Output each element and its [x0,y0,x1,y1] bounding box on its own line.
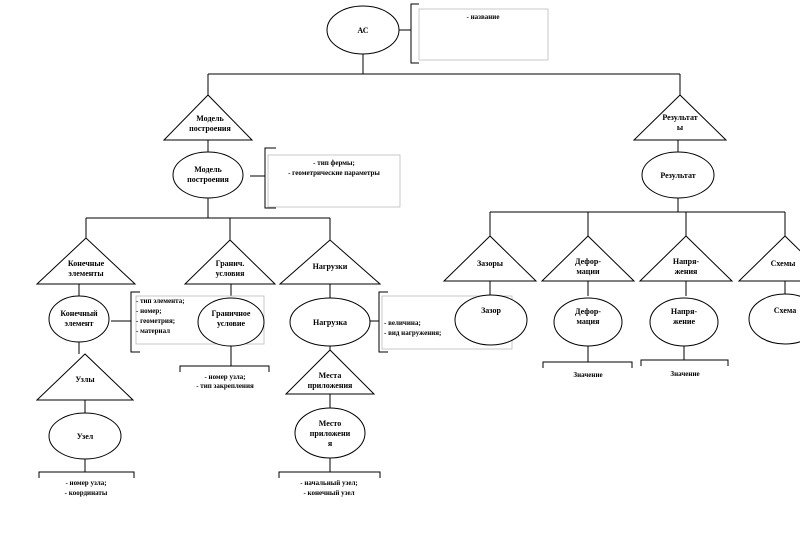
result-object-node[interactable]: Результат [641,151,715,199]
def-object-node[interactable]: Дефор-мация [553,297,623,347]
node-object-label: Узел [77,432,94,441]
bc-class-label: Гранич.условия [216,259,246,278]
load-class-label: Нагрузки [313,262,348,271]
gap-object-label: Зазор [481,306,501,315]
node-class-node[interactable]: Узлы [35,353,135,401]
attribute-brackets [38,3,729,478]
root-attr-box [418,8,549,61]
root-attrs: - название [467,13,500,21]
def-class-node[interactable]: Дефор-мации [540,235,636,282]
sch-object-label: Схема [774,306,797,315]
str-attrs: Значение [670,370,699,378]
gap-class-node[interactable]: Зазоры [442,235,538,282]
def-attrs: Значение [573,371,602,379]
def-object-label: Дефор-мация [575,307,601,326]
place-attrs: - начальный узел;- конечный узел [300,479,357,497]
load-class-node[interactable]: Нагрузки [278,239,382,285]
bc-attrs: - номер узла;- тип закрепления [196,373,254,390]
node-attrs: - номер узла;- координаты [65,479,108,497]
root-label: АС [357,26,368,35]
def-class-label: Дефор-мации [575,257,601,276]
gap-class-label: Зазоры [477,259,504,268]
node-class-label: Узлы [75,375,95,384]
sch-object-node[interactable]: Схема [748,293,800,345]
sch-class-label: Схемы [771,259,797,268]
connector-lines [78,54,786,472]
str-class-label: Напря-жения [673,257,700,276]
bc-class-node[interactable]: Гранич.условия [183,239,277,285]
load-object-node[interactable]: Нагрузка [289,297,371,347]
str-object-label: Напря-жение [671,307,698,326]
node-object-node[interactable]: Узел [48,412,122,460]
root-node[interactable]: АС [326,5,400,55]
sch-class-node[interactable]: Схемы [737,235,800,282]
model-attr-box [267,154,401,208]
str-object-node[interactable]: Напря-жение [649,297,719,347]
load-attrs: - величина;- вид нагружения; [384,319,441,337]
gap-object-node[interactable]: Зазор [454,294,528,346]
str-class-node[interactable]: Напря-жения [638,235,734,282]
load-object-label: Нагрузка [313,318,347,327]
model-attrs: - тип фермы;- геометрические параметры [288,159,380,177]
fe-attrs: - тип элемента;- номер;- геометрия;- мат… [136,297,185,335]
result-object-label: Результат [660,171,695,180]
